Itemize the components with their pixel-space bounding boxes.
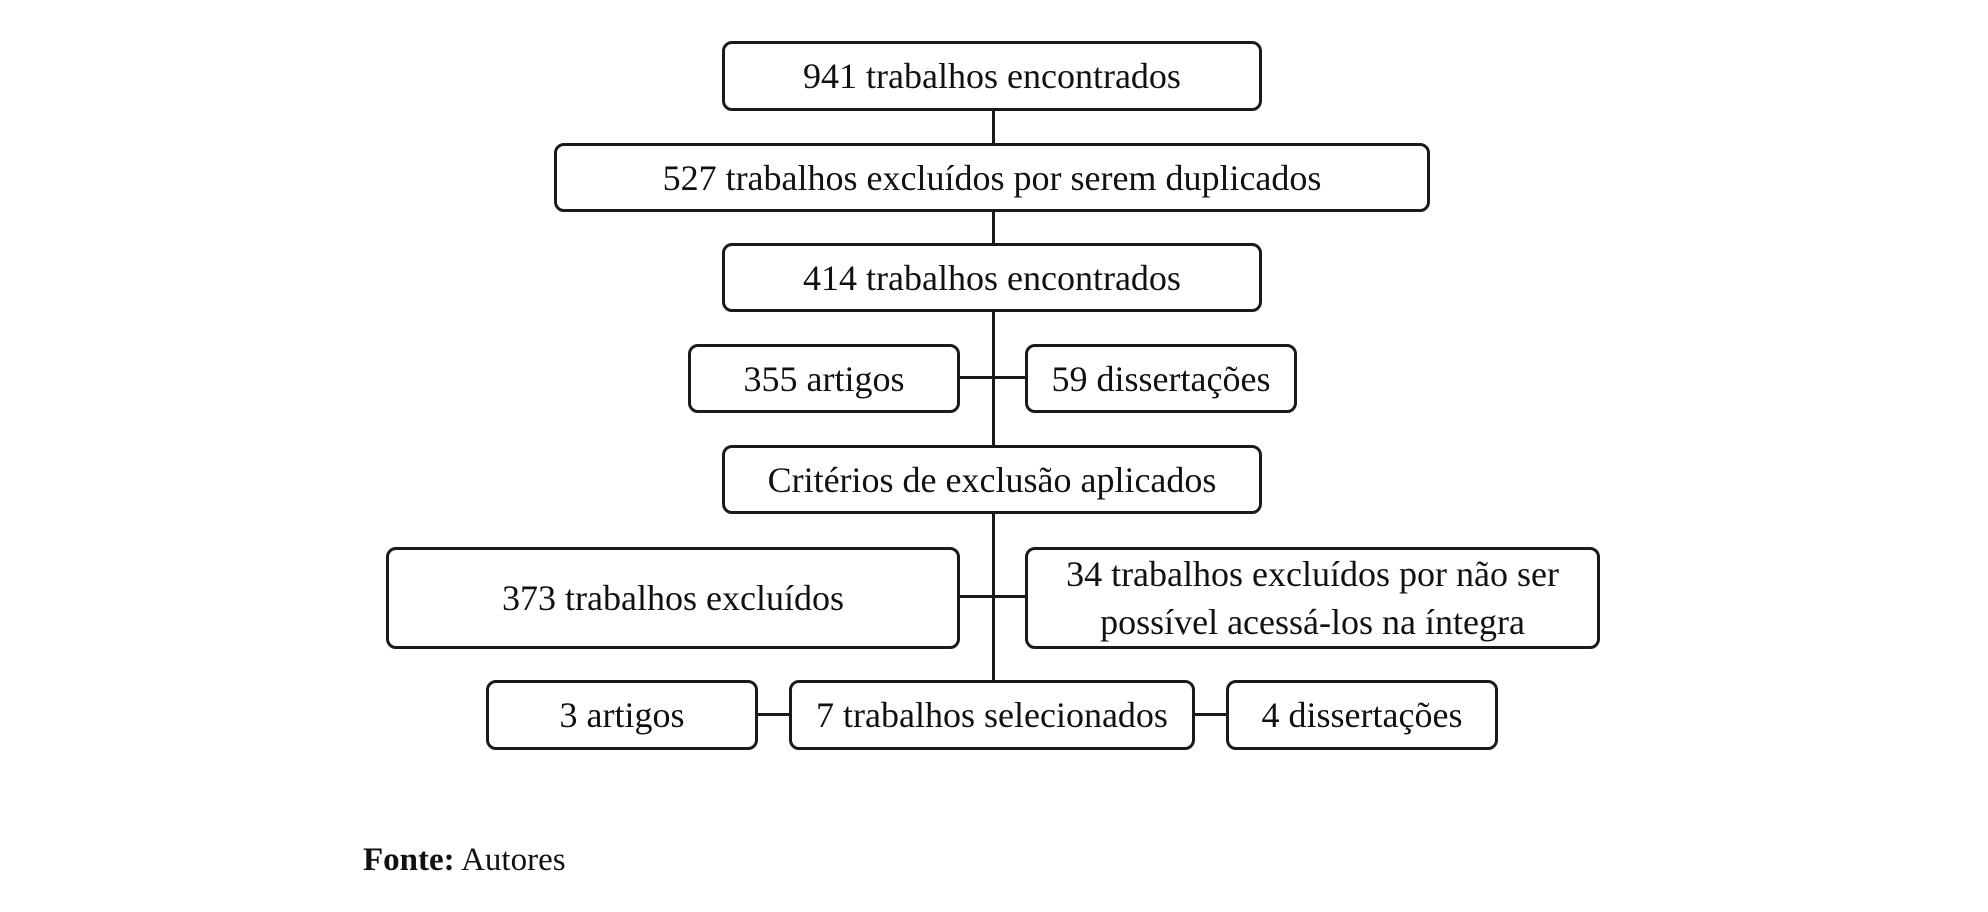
duplicates-excluded-label: 527 trabalhos excluídos por serem duplic… [662,157,1322,198]
articles-box: 355 artigos [688,344,960,413]
not-accessible-box: 34 trabalhos excluídos por não ser possí… [1025,547,1600,649]
selected-box: 7 trabalhos selecionados [789,680,1195,750]
selected-articles-label: 3 artigos [559,695,685,735]
found-after-box: 414 trabalhos encontrados [722,243,1262,312]
found-initial-label: 941 trabalhos encontrados [803,56,1181,96]
articles-label: 355 artigos [743,358,905,399]
found-after-label: 414 trabalhos encontrados [803,257,1181,298]
selected-label: 7 trabalhos selecionados [816,695,1168,735]
found-initial-box: 941 trabalhos encontrados [722,41,1262,111]
connector-line [992,209,995,246]
connector-line [992,109,995,146]
connector-line [958,595,1029,598]
criteria-box: Critérios de exclusão aplicados [722,445,1262,514]
connector-line [1193,713,1228,716]
excluded-label: 373 trabalhos excluídos [502,578,844,618]
connector-line [755,713,791,716]
selected-dissertations-label: 4 dissertações [1261,695,1463,735]
criteria-label: Critérios de exclusão aplicados [767,459,1217,500]
selected-articles-box: 3 artigos [486,680,758,750]
dissertations-box: 59 dissertações [1025,344,1297,413]
excluded-box: 373 trabalhos excluídos [386,547,960,649]
duplicates-excluded-box: 527 trabalhos excluídos por serem duplic… [554,143,1430,212]
not-accessible-label: 34 trabalhos excluídos por não ser possí… [1066,554,1559,642]
source-value: Autores [461,842,566,878]
selected-dissertations-box: 4 dissertações [1226,680,1498,750]
connector-line [958,376,1029,379]
source-caption: Fonte: Autores [363,840,566,880]
connector-line [992,310,995,448]
source-label: Fonte: [363,842,455,878]
dissertations-label: 59 dissertações [1051,358,1271,399]
